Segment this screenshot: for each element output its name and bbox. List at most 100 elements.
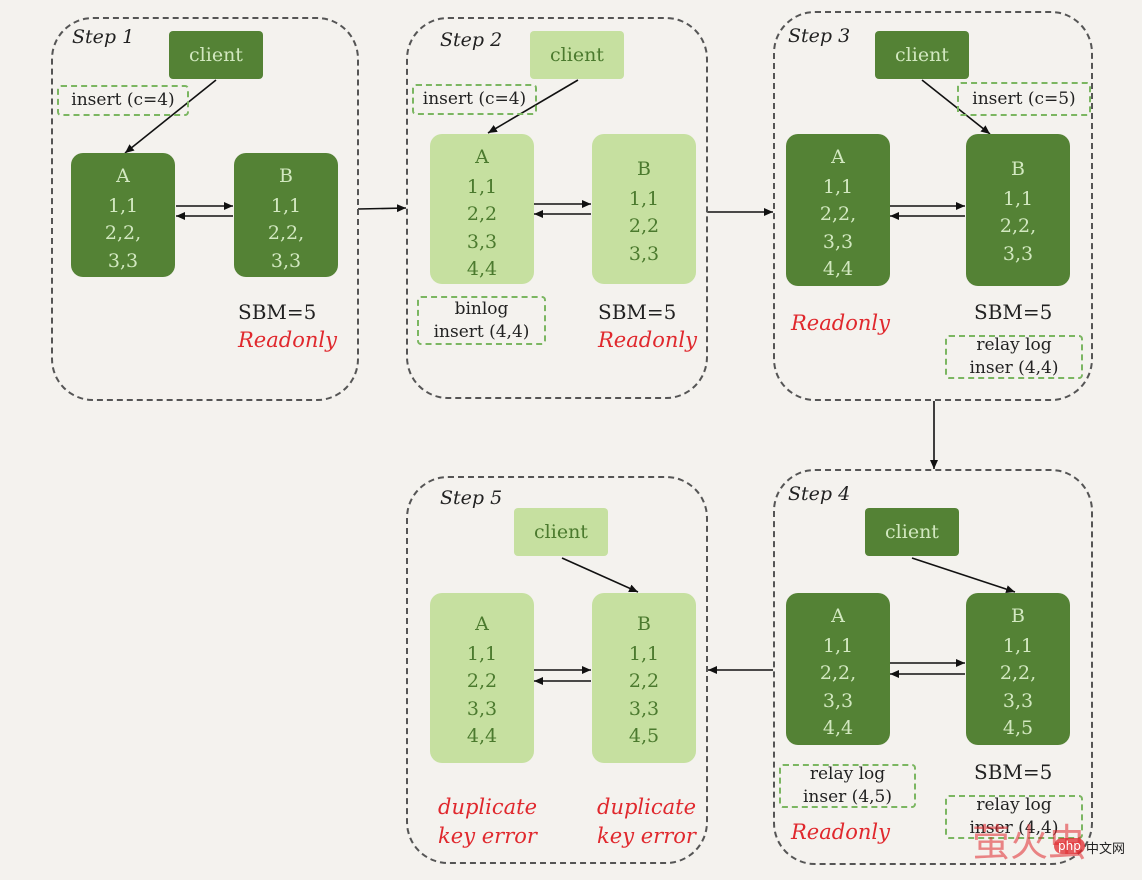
step1-readonly: Readonly — [238, 328, 337, 352]
node-row: 1,1 — [1002, 187, 1034, 210]
node-name: B — [1011, 605, 1025, 627]
node-row: 1,1 — [466, 642, 498, 665]
node-row: 2,2, — [999, 215, 1037, 237]
node-row: 4,4 — [822, 717, 854, 739]
node-row: 3,3 — [1002, 689, 1034, 712]
step4-title: Step 4 — [788, 483, 851, 505]
node-name: A — [475, 613, 489, 635]
node-row: 3,3 — [107, 249, 139, 272]
step1-insert-tag: insert (c=4) — [57, 85, 189, 116]
relay-line: relay log — [809, 764, 886, 784]
error-line: duplicate — [438, 795, 537, 819]
step4-sbm: SBM=5 — [974, 760, 1053, 784]
node-row: 1,1 — [822, 175, 854, 198]
step5-title: Step 5 — [440, 487, 503, 509]
node-row: 3,3 — [628, 697, 660, 720]
step3-readonly: Readonly — [791, 311, 890, 335]
node-name: A — [831, 605, 845, 627]
node-row: 4,5 — [628, 725, 660, 747]
node-row: 1,1 — [270, 194, 302, 217]
node-name: B — [637, 613, 651, 635]
step2-insert-tag: insert (c=4) — [412, 84, 537, 115]
error-line: key error — [597, 824, 696, 848]
relay-line: inser (4,4) — [969, 818, 1059, 838]
node-row: 1,1 — [466, 175, 498, 198]
arrow-client-to-b-step4 — [911, 557, 1016, 593]
step3-sbm: SBM=5 — [974, 300, 1053, 324]
relay-line: inser (4,5) — [802, 787, 892, 807]
step2-client: client — [530, 31, 624, 79]
step3-client: client — [875, 31, 969, 79]
step1-panel — [51, 17, 359, 401]
node-row: 1,1 — [628, 642, 660, 665]
step4-node-b: B 1,1 2,2, 3,3 4,5 — [966, 593, 1070, 745]
step2-readonly: Readonly — [598, 328, 697, 352]
step3-node-b: B 1,1 2,2, 3,3 — [966, 134, 1070, 286]
watermark-site: 中文网 — [1086, 842, 1126, 857]
step2-title: Step 2 — [440, 29, 503, 51]
node-name: B — [1011, 158, 1025, 180]
node-row: 4,4 — [822, 258, 854, 280]
step1-client: client — [169, 31, 263, 79]
watermark-php-badge: php — [1054, 838, 1085, 854]
node-row: 2,2, — [819, 662, 857, 684]
node-name: B — [279, 165, 293, 187]
step4-readonly: Readonly — [791, 820, 890, 844]
step2-node-a: A 1,1 2,2 3,3 4,4 — [430, 134, 534, 284]
node-name: A — [116, 165, 130, 187]
step5-node-a: A 1,1 2,2 3,3 4,4 — [430, 593, 534, 763]
step5-node-b: B 1,1 2,2 3,3 4,5 — [592, 593, 696, 763]
node-row: 4,4 — [466, 725, 498, 747]
step3-title: Step 3 — [788, 25, 851, 47]
node-row: 3,3 — [1002, 242, 1034, 265]
error-line: duplicate — [597, 795, 696, 819]
binlog-line: binlog — [454, 298, 509, 319]
step3-node-a: A 1,1 2,2, 3,3 4,4 — [786, 134, 890, 286]
step2-sbm: SBM=5 — [598, 300, 677, 324]
relay-line: inser (4,4) — [969, 358, 1059, 378]
node-row: 1,1 — [822, 634, 854, 657]
arrow-client-to-b-step3 — [921, 79, 991, 135]
step5-error-a: duplicate key error — [438, 793, 537, 851]
node-row: 2,2 — [628, 670, 660, 692]
step4-panel — [773, 469, 1093, 865]
step5-error-b: duplicate key error — [597, 793, 696, 851]
step1-sbm: SBM=5 — [238, 300, 317, 324]
step5-client: client — [514, 508, 608, 556]
step5-panel — [406, 476, 708, 864]
step3-relay-tag: relay log inser (4,4) — [945, 335, 1083, 379]
node-row: 4,4 — [466, 258, 498, 280]
step1-insert-text: insert (c=4) — [71, 90, 175, 110]
node-row: 3,3 — [628, 242, 660, 265]
arrow-client-to-b-step5 — [561, 557, 639, 593]
step3-panel — [773, 11, 1093, 401]
step2-insert-text: insert (c=4) — [422, 89, 527, 109]
step4-node-a: A 1,1 2,2, 3,3 4,4 — [786, 593, 890, 745]
step1-node-a: A 1,1 2,2, 3,3 — [71, 153, 175, 277]
node-row: 3,3 — [466, 697, 498, 720]
step1-node-b: B 1,1 2,2, 3,3 — [234, 153, 338, 277]
node-row: 3,3 — [270, 249, 302, 272]
step2-panel — [406, 17, 708, 399]
step4-relay-b-tag: relay log inser (4,4) — [945, 795, 1083, 839]
node-row: 1,1 — [107, 194, 139, 217]
binlog-line: insert (4,4) — [433, 321, 530, 342]
step1-title: Step 1 — [72, 26, 135, 48]
node-name: A — [831, 146, 845, 168]
node-row: 2,2, — [999, 662, 1037, 684]
arrow-step1-to-step2 — [357, 204, 407, 213]
arrow-client-to-a-step1 — [124, 79, 217, 154]
node-row: 3,3 — [822, 689, 854, 712]
node-row: 2,2 — [466, 670, 498, 692]
node-name: B — [637, 158, 651, 180]
node-row: 1,1 — [1002, 634, 1034, 657]
node-row: 2,2 — [466, 203, 498, 225]
node-row: 1,1 — [628, 187, 660, 210]
step4-client: client — [865, 508, 959, 556]
node-row: 2,2 — [628, 215, 660, 237]
error-line: key error — [438, 824, 537, 848]
step2-node-b: B 1,1 2,2 3,3 — [592, 134, 696, 284]
node-row: 2,2, — [104, 222, 142, 244]
